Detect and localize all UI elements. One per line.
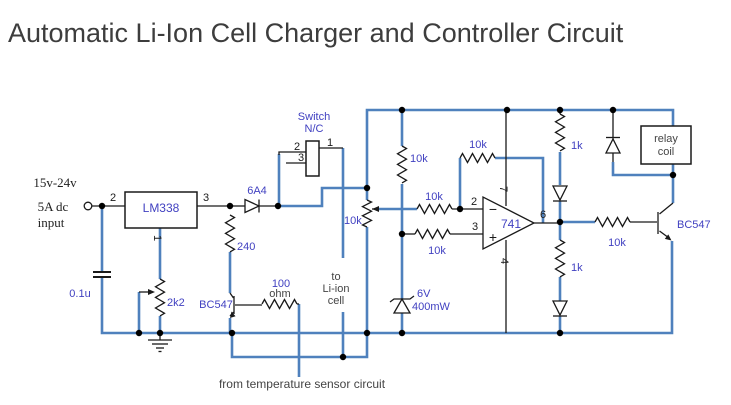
driver-transistor-label: BC547 <box>677 219 711 231</box>
opamp-pin4-label: 4 <box>498 258 510 264</box>
junction-dots <box>98 106 677 361</box>
adjust-pot-value-label: 2k2 <box>167 297 185 309</box>
input-terminal-circle <box>83 201 93 211</box>
output-label-line1: to <box>331 271 340 283</box>
opamp: − + 741 2 3 6 7 4 <box>471 110 560 333</box>
series-diode-label: 6A4 <box>247 185 267 197</box>
noninverting-resistor-label: 10k <box>428 245 446 257</box>
capacitor-value-label: 0.1u <box>69 288 90 300</box>
load-resistor-label: 1k <box>571 262 583 274</box>
adjust-potentiometer: 2k2 <box>139 278 185 317</box>
input-terminal: 15v-24v 5A dc input 2 <box>33 175 125 230</box>
relay-label-line1: relay <box>654 133 678 145</box>
regulator-pin2-label: 2 <box>110 192 116 204</box>
series-diode: 6A4 <box>230 185 278 214</box>
regulator-body <box>124 191 198 229</box>
opamp-minus-symbol: − <box>489 201 497 217</box>
program-resistor: 240 <box>224 214 255 253</box>
regulator-pin1-label: 1 <box>151 235 163 241</box>
regulator-pin3-label: 3 <box>203 192 209 204</box>
temp-resistor-unit-label: ohm <box>269 288 290 300</box>
shunt-transistor: BC547 <box>199 292 262 318</box>
pullup-diode-icon <box>551 185 569 202</box>
opamp-name-label: 741 <box>501 217 521 231</box>
shunt-transistor-label: BC547 <box>199 299 233 311</box>
noninverting-input-resistor: 10k <box>402 228 483 257</box>
sense-potentiometer: 10k <box>344 199 379 228</box>
input-text-label: input <box>38 215 65 230</box>
switch-name-label: Switch <box>298 111 330 123</box>
relay-coil: relay coil <box>640 125 692 165</box>
inverting-resistor-label: 10k <box>425 191 443 203</box>
flyback-diode-icon <box>604 137 622 154</box>
filter-capacitor: 0.1u <box>69 271 111 300</box>
relay-label-line2: coil <box>658 146 675 158</box>
wiring <box>100 108 675 377</box>
driver-base-resistor: 10k <box>594 216 657 249</box>
opamp-plus-symbol: + <box>489 229 497 245</box>
relay-switch-contact: Switch N/C 2 3 1 <box>278 111 343 177</box>
base-resistor-label: 10k <box>608 237 626 249</box>
regulator-name-label: LM338 <box>143 201 180 215</box>
feedback-resistor: 10k <box>459 139 496 164</box>
pullup-branch: 1k <box>551 110 583 202</box>
load-branch: 1k <box>551 239 583 317</box>
ground-symbol <box>148 333 172 353</box>
temp-base-resistor: 100 ohm from temperature sensor circuit <box>219 278 386 391</box>
pullup-resistor-label: 1k <box>571 140 583 152</box>
driver-transistor: BC547 <box>657 202 711 241</box>
temp-resistor-value-label: 100 <box>272 278 290 290</box>
switch-pin3-label: 3 <box>298 152 304 164</box>
output-to-cell: to Li-ion cell <box>323 271 350 307</box>
switch-body <box>305 140 320 177</box>
flyback-diode <box>604 110 622 162</box>
opamp-pin3-label: 3 <box>472 221 478 233</box>
voltage-regulator: LM338 3 1 <box>124 191 230 241</box>
opamp-pin2-label: 2 <box>471 196 477 208</box>
load-diode-icon <box>551 300 569 317</box>
opamp-pin6-label: 6 <box>540 209 546 221</box>
zener-power-label: 400mW <box>412 301 451 313</box>
feedback-resistor-label: 10k <box>469 139 487 151</box>
switch-pin1-label: 1 <box>327 137 333 149</box>
sense-pot-value-label: 10k <box>344 215 362 227</box>
input-current-label: 5A dc <box>38 199 69 214</box>
switch-type-label: N/C <box>305 123 324 135</box>
program-resistor-label: 240 <box>237 241 255 253</box>
relay-coil-body <box>640 125 692 165</box>
input-voltage-label: 15v-24v <box>33 175 77 190</box>
page-title: Automatic Li-Ion Cell Charger and Contro… <box>8 18 624 48</box>
divider-resistor-label: 10k <box>410 153 428 165</box>
temp-sensor-note: from temperature sensor circuit <box>219 377 386 391</box>
zener-voltage-label: 6V <box>417 288 431 300</box>
opamp-pin7-label: 7 <box>497 186 509 192</box>
output-label-line3: cell <box>328 295 345 307</box>
switch-pin2-label: 2 <box>294 141 300 153</box>
divider-resistor: 10k <box>396 145 428 184</box>
zener-reference: 6V 400mW <box>389 288 451 314</box>
output-label-line2: Li-ion <box>323 283 350 295</box>
